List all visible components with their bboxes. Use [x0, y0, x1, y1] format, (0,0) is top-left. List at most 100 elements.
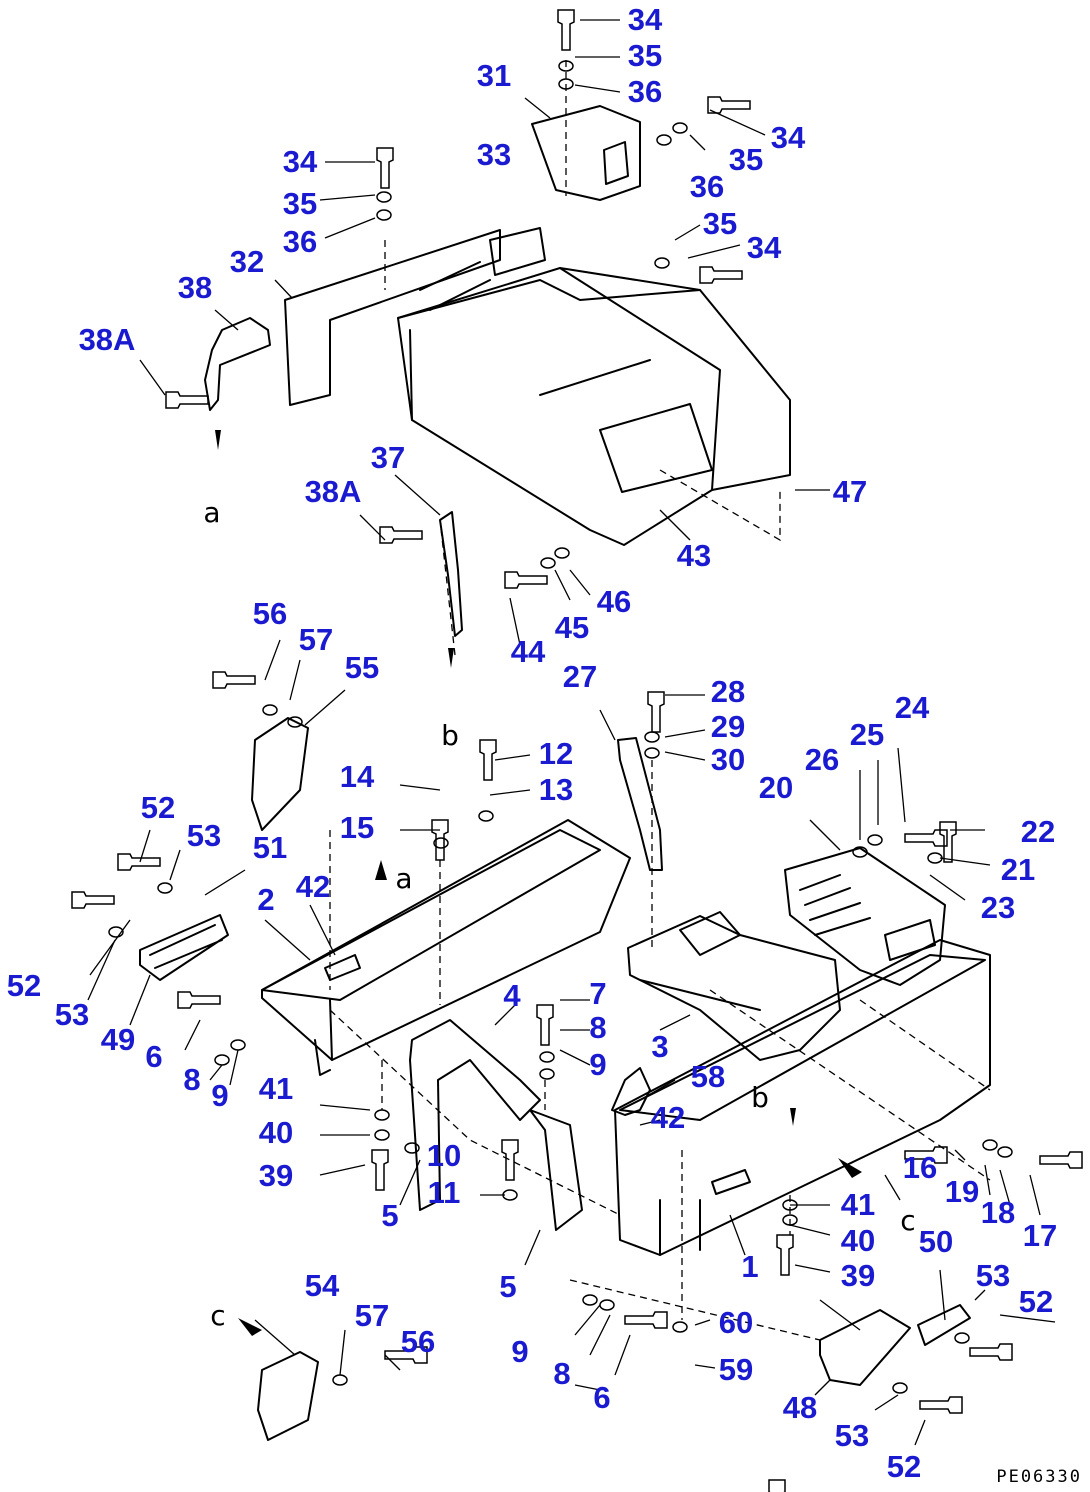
leader-75 [574, 1304, 601, 1336]
bolt-3 [479, 739, 497, 781]
callout-53: 53 [187, 818, 221, 853]
bolt-16 [117, 853, 161, 871]
leader-22 [289, 659, 301, 701]
washer-22 [108, 926, 124, 938]
callout-41-2: 41 [841, 1187, 875, 1222]
cover-3-window [639, 911, 761, 1011]
callout-52-3: 52 [1019, 1284, 1053, 1319]
upper-cover-window [539, 359, 713, 493]
leader-41 [559, 1049, 591, 1066]
callout-2: 2 [257, 882, 274, 917]
washer-20 [287, 716, 303, 728]
callout-59: 59 [719, 1352, 753, 1387]
washer-3 [376, 209, 392, 221]
leader-14 [394, 474, 441, 516]
leader-19 [659, 509, 691, 541]
view-arrow-5 [238, 1318, 262, 1336]
view-letter-a: a [203, 496, 220, 529]
leader-24 [139, 829, 151, 863]
callout-55: 55 [345, 650, 379, 685]
leader-lines [87, 19, 1056, 1446]
callout-42-2: 42 [651, 1100, 685, 1135]
callout-31: 31 [477, 58, 511, 93]
leader-31 [129, 974, 151, 1026]
leader-29 [89, 919, 131, 976]
leader-67 [1029, 1174, 1041, 1216]
bracket-50 [917, 1304, 971, 1346]
leader-54 [639, 1119, 661, 1126]
leader-36 [489, 789, 531, 796]
leader-72 [939, 1269, 946, 1321]
callout-17: 17 [1023, 1218, 1057, 1253]
callout-9: 9 [589, 1047, 606, 1082]
view-arrow-1 [448, 648, 454, 668]
washer-26 [997, 1146, 1013, 1158]
leader-11 [274, 279, 293, 299]
leader-3 [524, 97, 551, 119]
callout-48: 48 [783, 1390, 817, 1425]
leader-33 [209, 1064, 223, 1081]
leader-66 [999, 1169, 1011, 1206]
leader-83 [254, 1319, 296, 1356]
callout-53-2: 53 [55, 997, 89, 1032]
assembly-line-12 [859, 999, 991, 1091]
bolt-15 [212, 671, 256, 689]
plate-55 [251, 717, 309, 831]
callout-46: 46 [597, 584, 631, 619]
callout-12: 12 [539, 736, 573, 771]
callout-11: 11 [428, 1175, 461, 1210]
cover-1 [614, 939, 991, 1256]
leader-58 [897, 747, 906, 823]
leader-2 [574, 84, 621, 93]
bolt-18 [177, 991, 221, 1009]
bolt-7 [768, 1479, 786, 1492]
callout-34-2: 34 [771, 120, 806, 155]
upper-cover-top [397, 267, 721, 491]
callout-8-3: 8 [553, 1356, 570, 1391]
part-drawings [71, 9, 1083, 1492]
washer-9 [478, 810, 494, 822]
washer-35 [892, 1382, 908, 1394]
callout-57-2: 57 [355, 1298, 389, 1333]
bolt-23 [904, 829, 948, 847]
leader-25 [169, 849, 181, 881]
callout-53-4: 53 [835, 1418, 869, 1453]
callout-36-2: 36 [690, 169, 724, 204]
callout-58: 58 [691, 1059, 725, 1094]
upper-cover-vents [419, 227, 546, 311]
view-letter-a-2: a [395, 862, 412, 895]
cover-1-top [619, 954, 986, 1256]
leader-60 [939, 857, 991, 866]
assembly-line-11 [439, 519, 456, 656]
leader-44 [319, 1164, 366, 1176]
bracket-48 [819, 1309, 911, 1386]
view-arrow-3 [790, 1108, 796, 1126]
callout-33: 33 [477, 137, 511, 172]
leader-86 [819, 1299, 861, 1331]
washer-36 [332, 1374, 348, 1386]
callout-36-3: 36 [283, 224, 317, 259]
washer-21 [157, 882, 173, 894]
bolt-0 [557, 9, 575, 51]
callout-54: 54 [305, 1268, 340, 1303]
callout-25: 25 [850, 717, 884, 752]
upper-cover-assembly [397, 267, 791, 546]
bolt-12 [379, 526, 423, 544]
callout-56-2: 56 [401, 1324, 435, 1359]
leader-85 [384, 1354, 401, 1371]
callout-15: 15 [340, 810, 374, 845]
callout-8-2: 8 [183, 1062, 200, 1097]
callout-39: 39 [259, 1158, 293, 1193]
callout-6: 6 [145, 1039, 162, 1074]
leader-52 [664, 751, 706, 761]
callout-40-2: 40 [841, 1223, 875, 1258]
bracket-31 [531, 105, 641, 201]
plate-54 [257, 1351, 319, 1441]
cover-2-hatch [324, 954, 361, 981]
leader-42 [319, 1104, 371, 1111]
washer-30 [540, 557, 556, 569]
cover-1-hatch [711, 1169, 751, 1195]
callout-5: 5 [381, 1198, 398, 1233]
leader-17 [554, 569, 571, 601]
callout-18: 18 [981, 1195, 1015, 1230]
